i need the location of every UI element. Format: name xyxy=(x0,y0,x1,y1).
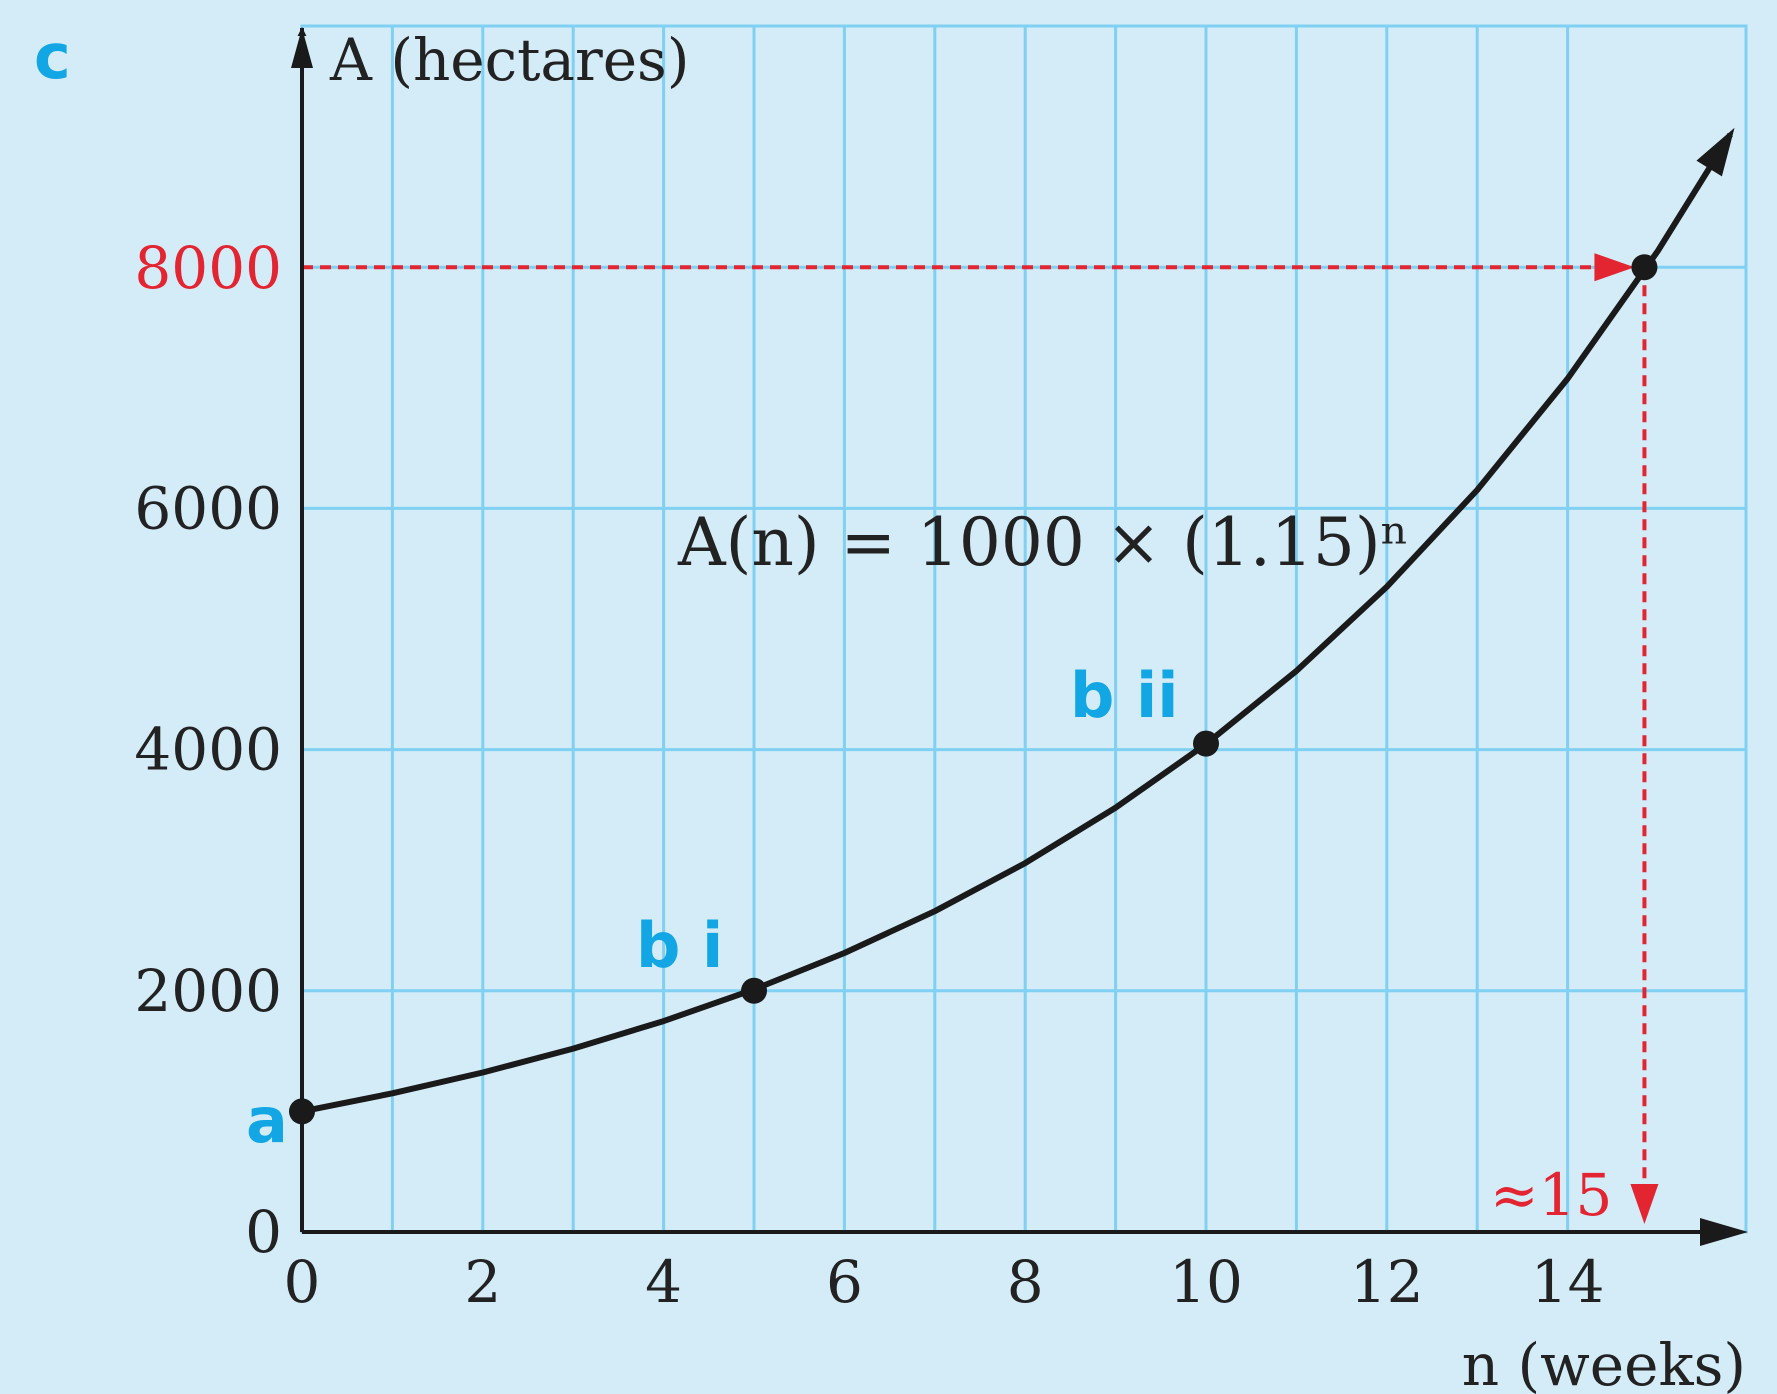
equation-label: A(n) = 1000 × (1.15)ⁿ xyxy=(677,504,1409,581)
y-tick-label: 0 xyxy=(245,1198,282,1266)
data-point xyxy=(1631,254,1658,281)
series-line xyxy=(301,132,1733,1115)
y-tick-label: 4000 xyxy=(134,716,282,784)
point-label-b-ii: b ii xyxy=(1070,659,1178,732)
y-axis-arrowhead xyxy=(291,28,313,68)
x-tick-label: 14 xyxy=(1531,1248,1605,1316)
x-tick-label: 12 xyxy=(1350,1248,1424,1316)
panel-label: c xyxy=(34,20,71,93)
x-tick-label: 8 xyxy=(1007,1248,1044,1316)
x-tick-label: 10 xyxy=(1169,1248,1243,1316)
x-axis-title: n (weeks) xyxy=(1462,1331,1746,1394)
annotation-x-label: ≈15 xyxy=(1490,1161,1612,1229)
y-axis-title: A (hectares) xyxy=(329,26,689,94)
y-tick-label: 6000 xyxy=(134,474,282,542)
annotation-arrow-down xyxy=(1630,1184,1659,1224)
x-tick-label: 2 xyxy=(464,1248,501,1316)
x-tick-label: 6 xyxy=(826,1248,863,1316)
data-point xyxy=(289,1098,315,1125)
y-tick-label: 2000 xyxy=(134,957,282,1025)
data-point xyxy=(1193,730,1219,757)
x-tick-label: 0 xyxy=(284,1248,321,1316)
data-point xyxy=(741,977,767,1004)
grid xyxy=(300,24,1748,1234)
annotation-lines xyxy=(302,253,1659,1224)
point-label-a: a xyxy=(246,1084,288,1157)
curve-layer xyxy=(289,127,1735,1125)
tick-labels: 0 2000 4000 6000 0 2 4 6 8 10 12 14 xyxy=(134,474,1604,1316)
annotation-arrow-right xyxy=(1594,253,1635,282)
x-axis-arrowhead xyxy=(1700,1218,1748,1246)
axes xyxy=(291,27,1748,1246)
x-tick-label: 4 xyxy=(645,1248,682,1316)
curve-arrowhead xyxy=(1696,127,1735,177)
annotation-y-label: 8000 xyxy=(134,234,282,302)
point-label-b-i: b i xyxy=(636,909,723,982)
